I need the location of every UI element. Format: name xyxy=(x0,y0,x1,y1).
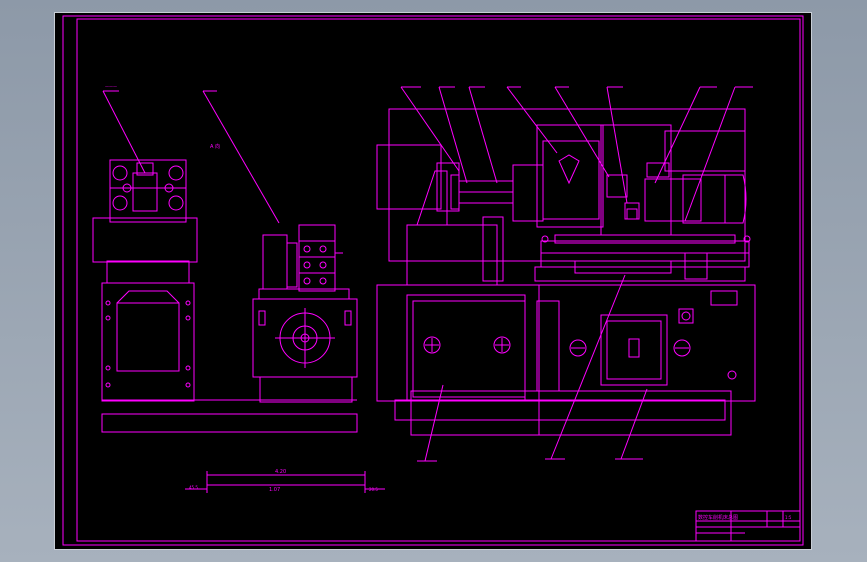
title-block-name: 数控车削机床总图 xyxy=(698,514,738,521)
svg-text:———: ——— xyxy=(105,84,117,89)
title-block: 数控车削机床总图 1:5 xyxy=(695,510,801,542)
dim-inner: 1.07 xyxy=(269,487,280,493)
callout-labels xyxy=(401,86,753,462)
headstock xyxy=(536,124,604,228)
dim-overall: 4.20 xyxy=(275,469,286,475)
dimension-lines: 4.20 1.07 45.5 20.5 xyxy=(185,469,385,493)
dim-right: 20.5 xyxy=(369,487,378,492)
drawing-sheet: ——— A 向 xyxy=(55,13,811,549)
left-side-view: ——— A 向 xyxy=(92,84,358,433)
front-view xyxy=(376,86,756,462)
dim-left: 45.5 xyxy=(189,485,198,490)
carriage xyxy=(540,240,750,268)
view-label: A 向 xyxy=(210,143,220,150)
outer-border xyxy=(76,18,801,542)
machine-bed xyxy=(376,284,756,402)
spindle-head xyxy=(109,159,187,223)
control-box xyxy=(600,314,668,386)
column-left xyxy=(101,282,195,402)
base-plate xyxy=(101,413,358,433)
trim-border xyxy=(62,15,804,546)
title-block-no: 1:5 xyxy=(785,515,792,520)
cad-drawing-canvas: ——— A 向 xyxy=(62,15,804,546)
